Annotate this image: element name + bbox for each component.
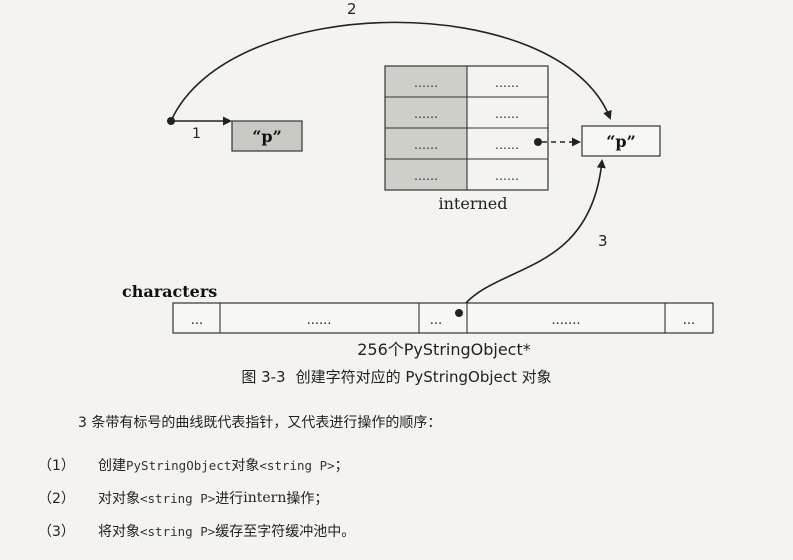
diagram: 2 1 “p” …… …… …… …… …… …… …… …… interned… (122, 0, 714, 359)
interned-cell: …… (495, 138, 519, 152)
step-text: 对对象 (98, 491, 140, 507)
paragraph: 3 条带有标号的曲线既代表指针，又代表进行操作的顺序： (78, 415, 442, 431)
step-text: 将对象 (98, 524, 140, 540)
interned-cell: …… (414, 138, 438, 152)
step-text: intern (243, 490, 287, 506)
arrow-3 (458, 159, 606, 313)
object-p-label: “p” (252, 127, 282, 146)
interned-p-box (581, 125, 661, 157)
arrow-1-label: 1 (192, 126, 201, 142)
characters-cell: ... (191, 313, 203, 328)
arrow-2 (170, 21, 612, 122)
list-item: （3） 将对象<string P>缓存至字符缓冲池中。 (38, 520, 355, 542)
list-item: （2） 对对象<string P>进行 intern 操作； (38, 487, 355, 509)
list-item: （1） 创建 PyStringObject 对象<string P>； (38, 454, 355, 476)
code: <string P> (140, 523, 216, 539)
interned-table: …… …… …… …… …… …… …… …… (384, 65, 549, 191)
interned-cell: …… (414, 76, 438, 90)
characters-label: characters (122, 282, 217, 301)
figure-title: 创建字符对应的 PyStringObject 对象 (295, 368, 552, 386)
interned-label: interned (439, 194, 508, 213)
interned-cell: …… (414, 169, 438, 183)
code: <string P> (259, 457, 335, 473)
figure-caption: 图 3-3 创建字符对应的 PyStringObject 对象 (0, 366, 793, 387)
step-number: （2） (38, 491, 75, 507)
interned-cell: …… (495, 107, 519, 121)
interned-cell: …… (414, 107, 438, 121)
characters-cell: ... (683, 313, 695, 328)
characters-cell: ...... (307, 313, 332, 328)
interned-cell: …… (495, 169, 519, 183)
step-text: 对象 (231, 458, 260, 474)
step-text: 操作； (286, 491, 329, 507)
object-p-box (231, 120, 303, 152)
arrow-3-label: 3 (598, 232, 608, 250)
interned-p-label: “p” (606, 132, 636, 151)
step-number: （3） (38, 524, 75, 540)
step-text: ； (334, 458, 349, 474)
interned-cell: …… (495, 76, 519, 90)
step-text: 缓存至字符缓冲池中。 (215, 524, 356, 540)
characters-cell: ....... (552, 313, 581, 328)
step-number: （1） (38, 458, 75, 474)
step-list: （1） 创建 PyStringObject 对象<string P>； （2） … (38, 454, 355, 553)
code: PyStringObject (126, 457, 232, 473)
characters-pointer-dot (455, 309, 463, 317)
arrow-2-label: 2 (347, 0, 357, 18)
figure-number: 图 3-3 (241, 368, 286, 386)
array-caption: 256个PyStringObject* (357, 340, 531, 359)
characters-array: ... ...... ... ....... ... (172, 302, 714, 334)
characters-cell: ... (430, 313, 442, 328)
code: <string P> (140, 490, 216, 506)
interned-pointer-dot (534, 138, 542, 146)
step-text: 进行 (215, 491, 244, 507)
step-text: 创建 (98, 458, 126, 474)
